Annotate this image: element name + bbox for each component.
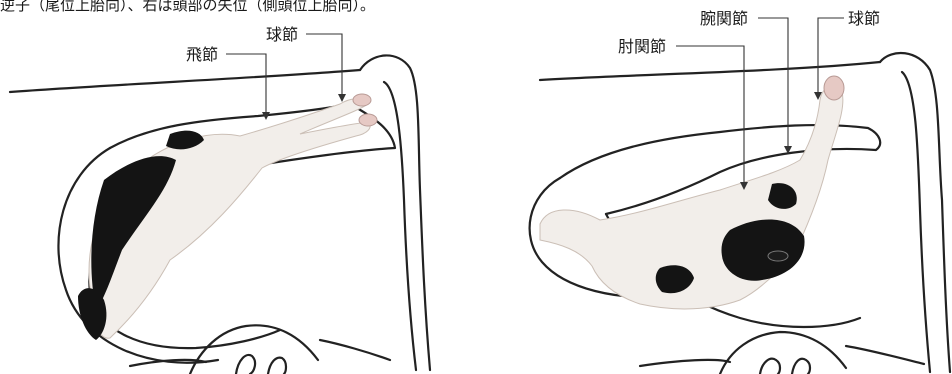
label-elbow: 肘関節 (618, 37, 666, 56)
right-panel: 腕関節 肘関節 球節 (530, 9, 950, 374)
left-callouts: 飛節 球節 (186, 25, 342, 116)
label-fetlock-left: 球節 (266, 25, 298, 44)
right-calf (540, 76, 844, 309)
left-panel: 飛節 球節 (10, 25, 430, 374)
leader-elbow (676, 46, 744, 186)
label-fetlock-right: 球節 (848, 9, 880, 28)
label-hock: 飛節 (186, 45, 218, 64)
leader-fetlock-left (306, 34, 342, 98)
left-calf-hoof (359, 114, 377, 126)
calf-eye (768, 251, 788, 261)
leader-hock (226, 54, 266, 116)
label-carpus: 腕関節 (700, 9, 748, 28)
right-calf-hoof (824, 76, 844, 100)
left-calf (78, 94, 377, 340)
left-calf-hoof (353, 94, 371, 106)
leader-carpus (758, 18, 788, 150)
